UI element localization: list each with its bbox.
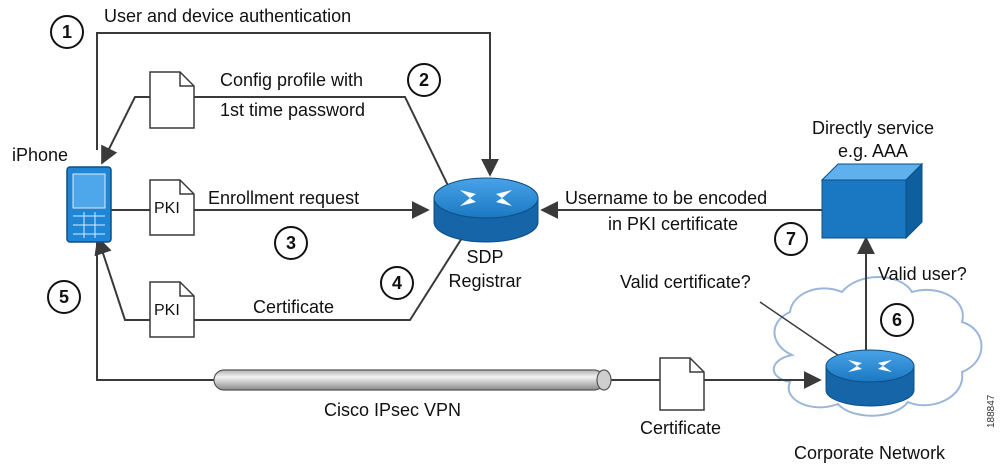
username-label-line2: in PKI certificate bbox=[608, 214, 739, 234]
vpn-label: Cisco IPsec VPN bbox=[324, 400, 462, 420]
sdp-router-icon bbox=[433, 177, 539, 243]
figure-id: 188847 bbox=[986, 394, 997, 428]
pki-certificate-document: PKI bbox=[149, 281, 195, 338]
vpn-tunnel bbox=[213, 369, 612, 391]
sdp-label-line1: SDP bbox=[466, 247, 504, 267]
pki-label-certificate: PKI bbox=[154, 302, 180, 319]
step-2-badge: 2 bbox=[407, 63, 441, 97]
directory-label-line2: e.g. AAA bbox=[837, 141, 909, 161]
config-label-line1: Config profile with bbox=[220, 70, 364, 90]
pki-request-document: PKI bbox=[149, 179, 195, 236]
certificate-return-label: Certificate bbox=[253, 297, 335, 317]
iphone-device bbox=[66, 166, 112, 243]
step-5-badge: 5 bbox=[47, 280, 81, 314]
sdp-label-line2: Registrar bbox=[448, 271, 522, 291]
step-3-badge: 3 bbox=[274, 226, 308, 260]
username-label-line1: Username to be encoded bbox=[565, 188, 768, 208]
pki-label-request: PKI bbox=[154, 200, 180, 217]
directory-label-line1: Directly service bbox=[811, 118, 935, 138]
auth-label: User and device authentication bbox=[104, 6, 352, 26]
step-1-badge: 1 bbox=[50, 15, 84, 49]
certificate-doc-label: Certificate bbox=[640, 418, 722, 438]
iphone-label: iPhone bbox=[12, 145, 69, 165]
enrollment-label: Enrollment request bbox=[208, 188, 360, 208]
auth-arrow bbox=[96, 32, 499, 177]
step-7-badge: 7 bbox=[774, 222, 808, 256]
valid-user-label: Valid user? bbox=[878, 264, 967, 284]
corporate-network-label: Corporate Network bbox=[794, 443, 946, 463]
directory-server-icon bbox=[820, 162, 924, 240]
config-profile-document bbox=[149, 71, 195, 129]
config-profile-arrow bbox=[101, 96, 456, 201]
valid-cert-label: Valid certificate? bbox=[620, 272, 751, 292]
corporate-router-icon bbox=[825, 349, 915, 407]
certificate-return-arrow bbox=[94, 236, 463, 321]
step-4-badge: 4 bbox=[380, 266, 414, 300]
vpn-certificate-document bbox=[659, 357, 705, 411]
config-label-line2: 1st time password bbox=[220, 100, 366, 120]
vpn-line bbox=[96, 240, 215, 381]
valid-cert-pointer bbox=[759, 301, 849, 363]
step-6-badge: 6 bbox=[880, 303, 914, 337]
